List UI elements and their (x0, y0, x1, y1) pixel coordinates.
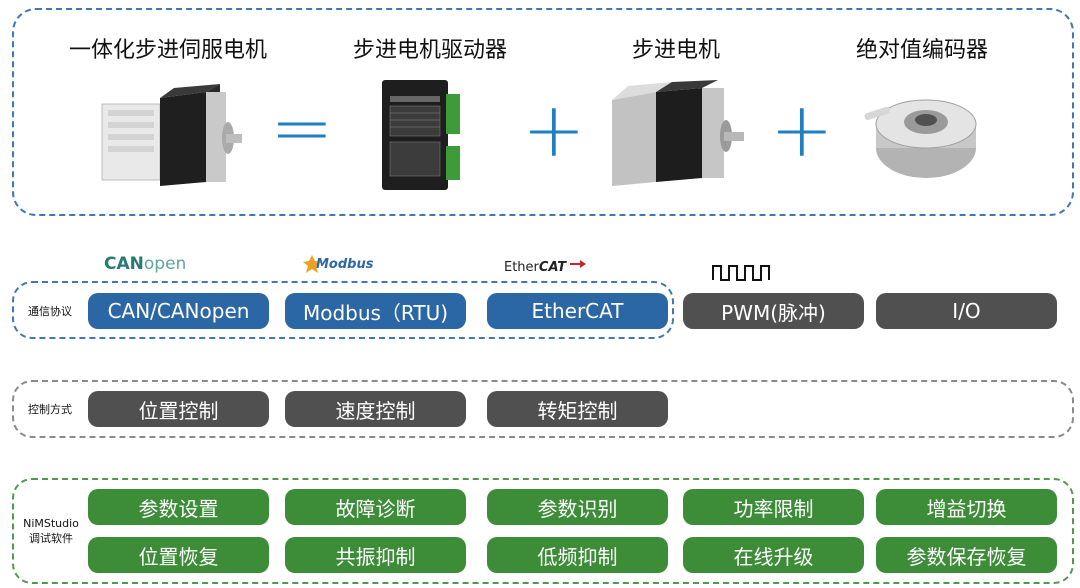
software-resonance-suppression: 共振抑制 (285, 537, 466, 573)
integrated-motor-image (101, 84, 242, 186)
protocol-pwm: PWM(脉冲) (683, 293, 864, 329)
control-torque: 转矩控制 (487, 391, 668, 427)
modbus-logo: Modbus (302, 254, 373, 274)
protocol-modbus: Modbus（RTU) (285, 293, 466, 329)
software-label: NiMStudio 调试软件 (16, 516, 86, 546)
control-speed: 速度控制 (285, 391, 466, 427)
protocol-canopen: CAN/CANopen (88, 293, 269, 329)
modbus-star-icon (303, 255, 321, 273)
software-label-line1: NiMStudio (23, 517, 79, 530)
ethercat-arrow-icon (570, 260, 587, 268)
software-low-freq-suppression: 低频抑制 (487, 537, 668, 573)
software-position-recovery: 位置恢复 (88, 537, 269, 573)
plus-operator-1: + (522, 85, 586, 174)
title-integrated-motor: 一体化步进伺服电机 (68, 38, 267, 63)
software-power-limit: 功率限制 (683, 489, 864, 525)
software-online-upgrade: 在线升级 (683, 537, 864, 573)
protocol-io: I/O (876, 293, 1057, 329)
software-label-line2: 调试软件 (29, 532, 73, 545)
ethercat-logo: EtherCAT (504, 260, 587, 275)
plus-operator-2: + (770, 85, 834, 174)
encoder-image (864, 99, 977, 178)
driver-image (382, 80, 460, 190)
control-frame (12, 380, 1074, 438)
pwm-pulse-icon (712, 265, 770, 281)
software-fault-diagnosis: 故障诊断 (285, 489, 466, 525)
title-driver: 步进电机驱动器 (352, 38, 507, 63)
software-param-identification: 参数识别 (487, 489, 668, 525)
protocol-label: 通信协议 (28, 305, 72, 318)
control-position: 位置控制 (88, 391, 269, 427)
control-label: 控制方式 (28, 403, 72, 416)
software-frame (12, 478, 1074, 584)
equals-operator: = (270, 83, 334, 172)
title-stepper-motor: 步进电机 (631, 38, 720, 63)
software-param-setting: 参数设置 (88, 489, 269, 525)
title-encoder: 绝对值编码器 (855, 38, 988, 63)
software-gain-switch: 增益切换 (876, 489, 1057, 525)
protocol-frame (12, 281, 674, 339)
protocol-ethercat: EtherCAT (487, 293, 668, 329)
canopen-logo: CANopen (104, 254, 187, 274)
stepper-motor-image (612, 80, 744, 186)
software-param-save-restore: 参数保存恢复 (876, 537, 1057, 573)
product-frame (12, 8, 1074, 216)
